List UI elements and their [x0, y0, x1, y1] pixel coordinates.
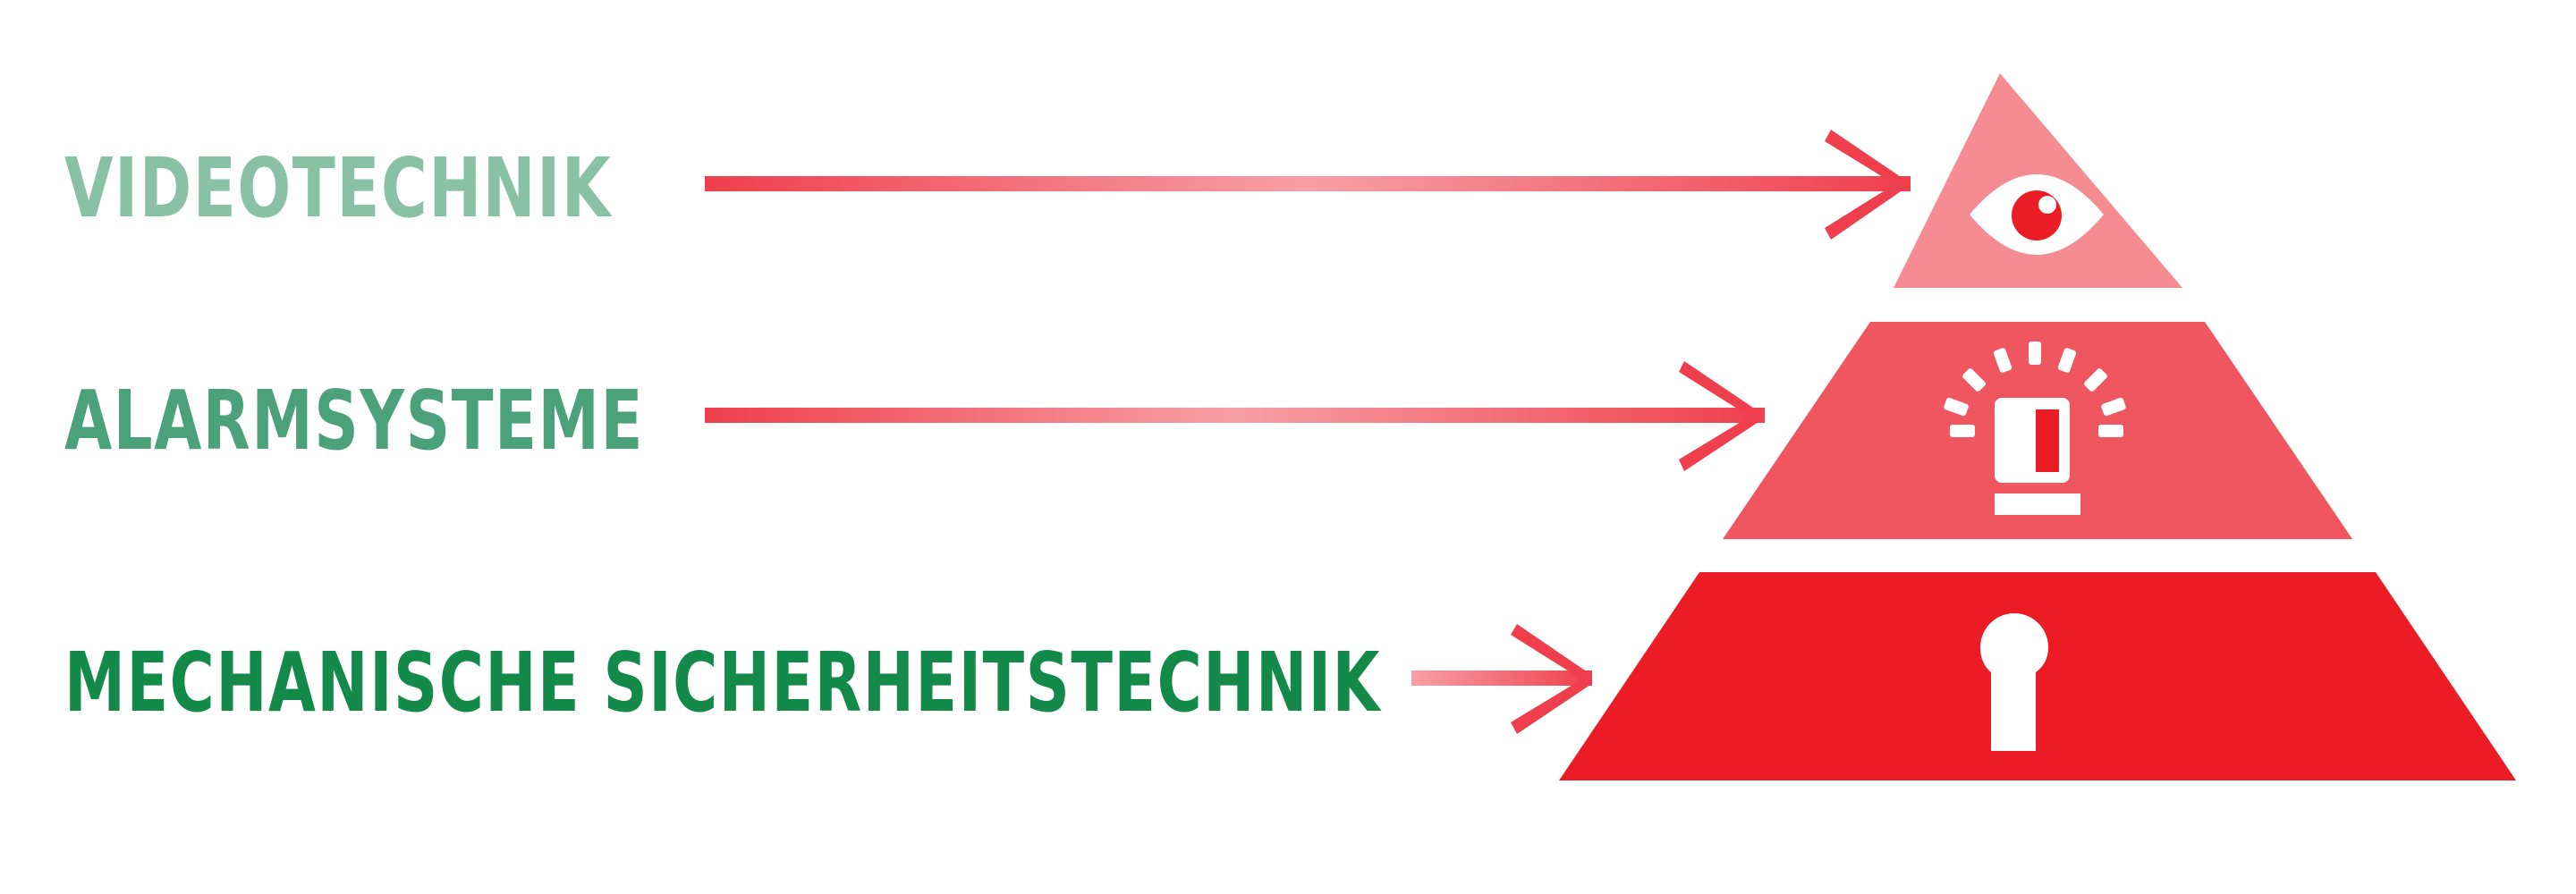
- arrow-videotechnik: [705, 130, 1911, 240]
- level-label-mechanische-sicherheitstechnik: MECHANISCHE SICHERHEITSTECHNIK: [64, 635, 1382, 730]
- arrow-alarmsysteme: [705, 361, 1765, 471]
- pyramid-layer-bottom: [1559, 572, 2516, 780]
- level-label-alarmsysteme: ALARMSYSTEME: [64, 373, 644, 468]
- level-label-videotechnik: VIDEOTECHNIK: [64, 140, 613, 236]
- arrow-mechanische-sicherheitstechnik: [1411, 624, 1592, 734]
- keyhole-icon: [1980, 613, 2048, 751]
- eye-icon: [1970, 174, 2104, 255]
- alarm-light-icon: [1944, 342, 2126, 515]
